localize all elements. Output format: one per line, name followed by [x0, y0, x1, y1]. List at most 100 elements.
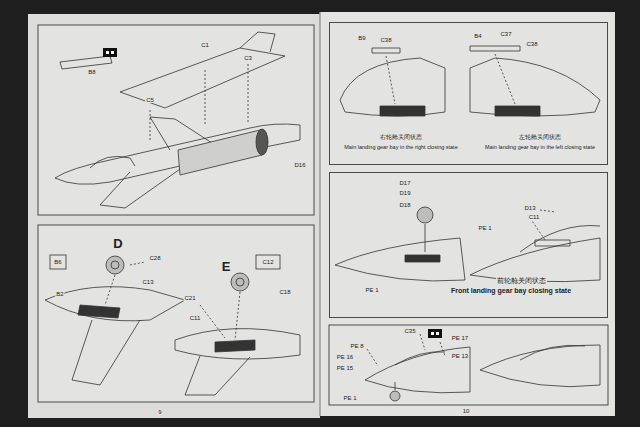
callout-number: PE 1 — [477, 225, 492, 231]
nose-gear-detail — [365, 334, 600, 401]
leader-line — [200, 292, 240, 340]
gear-bay — [405, 255, 440, 262]
caption-text: Main landing gear bay in the left closin… — [484, 144, 596, 150]
step-letter: D — [112, 237, 123, 250]
callout-number: B9 — [357, 35, 366, 41]
nose — [335, 238, 465, 281]
gear-bay — [380, 106, 425, 116]
caption-text: Main landing gear bay in the right closi… — [343, 144, 458, 150]
callout-number: B8 — [87, 69, 96, 75]
canopy — [520, 226, 600, 252]
gear-assembly-left — [45, 255, 300, 395]
callout-number: 9 — [157, 409, 162, 415]
fuselage — [480, 345, 600, 387]
door-part — [535, 240, 570, 246]
glue-icon — [428, 329, 442, 338]
callout-number: PE 15 — [336, 365, 354, 371]
callout-number: D13 — [523, 205, 536, 211]
wing — [72, 320, 140, 385]
callout-number: 10 — [462, 408, 471, 414]
glue-icon — [103, 48, 117, 57]
nacelle — [470, 58, 600, 116]
fuselage — [175, 329, 300, 359]
caption-text: 前轮舱关闭状态 — [496, 277, 547, 284]
callout-number: C35 — [403, 328, 416, 334]
callout-number: C11 — [528, 214, 541, 220]
leader-line — [386, 54, 515, 104]
engine-nozzle — [256, 129, 268, 155]
page-gutter — [319, 12, 321, 416]
glue-icon — [106, 51, 109, 54]
main-gear-bays — [340, 46, 600, 116]
callout-number: C18 — [278, 289, 291, 295]
callout-number: D16 — [293, 162, 306, 168]
callout-number: PE 1 — [342, 395, 357, 401]
callout-number: PE 13 — [451, 353, 469, 359]
front-gear-bay — [335, 207, 600, 282]
inset-box — [256, 255, 280, 269]
gear-bay — [78, 305, 120, 318]
callout-number: B2 — [55, 291, 64, 297]
nacelle — [340, 58, 445, 116]
caption-text: Front landing gear bay closing state — [450, 287, 572, 295]
wheel — [231, 273, 249, 291]
callout-number: C21 — [183, 295, 196, 301]
fuselage — [45, 287, 185, 321]
step-panel — [38, 225, 314, 402]
wheel-hub — [111, 261, 119, 269]
caption-panel: 右轮舱关闭状态 Main landing gear bay in the righ… — [329, 22, 608, 165]
canopy — [90, 156, 135, 168]
callout-number: C11 — [189, 315, 202, 321]
canopy — [520, 345, 585, 360]
leader-line — [105, 262, 145, 305]
small-part — [60, 56, 112, 69]
wheel — [106, 256, 124, 274]
leader-line — [367, 334, 445, 366]
callout-number: C3 — [243, 55, 253, 61]
door-part — [372, 46, 520, 53]
callout-number: B4 — [473, 33, 482, 39]
caption-panel: 前轮舱关闭状态 Front landing gear bay closing st… — [329, 172, 608, 318]
wheel — [417, 207, 433, 223]
nose — [470, 238, 600, 282]
step-panel — [329, 325, 608, 405]
callout-number: PE 16 — [336, 354, 354, 360]
callout-number: PE 8 — [349, 343, 364, 349]
glue-icon — [431, 332, 434, 335]
gear-bay — [495, 106, 540, 116]
tail-fin — [240, 32, 275, 52]
gear-strut — [425, 224, 426, 252]
canopy — [395, 352, 445, 365]
callout-number: C1 — [200, 42, 210, 48]
step-letter: E — [221, 260, 232, 273]
upper-cover — [120, 48, 285, 108]
wheel-hub — [236, 278, 244, 286]
wheel — [390, 391, 400, 401]
callout-number: D17 — [398, 180, 411, 186]
callout-number: B6 — [53, 259, 62, 265]
callout-number: C38 — [379, 37, 392, 43]
caption-text: 左轮舱关闭状态 — [518, 134, 562, 141]
callout-number: D18 — [398, 202, 411, 208]
gear-bay — [215, 340, 255, 352]
callout-number: C13 — [141, 279, 154, 285]
leader-line — [528, 210, 556, 240]
step-panel — [38, 25, 314, 215]
glue-icon — [436, 332, 439, 335]
fuselage-assembly — [55, 32, 300, 208]
callout-number: D19 — [398, 190, 411, 196]
right-page — [320, 12, 615, 416]
callout-number: C28 — [148, 255, 161, 261]
caption-text: 右轮舱关闭状态 — [379, 134, 423, 141]
glue-icon — [111, 51, 114, 54]
callout-number: C38 — [525, 41, 538, 47]
wing — [185, 356, 250, 395]
left-page — [28, 14, 320, 418]
callout-number: C12 — [261, 259, 274, 265]
nose — [365, 347, 470, 393]
callout-number: PE 1 — [364, 287, 379, 293]
